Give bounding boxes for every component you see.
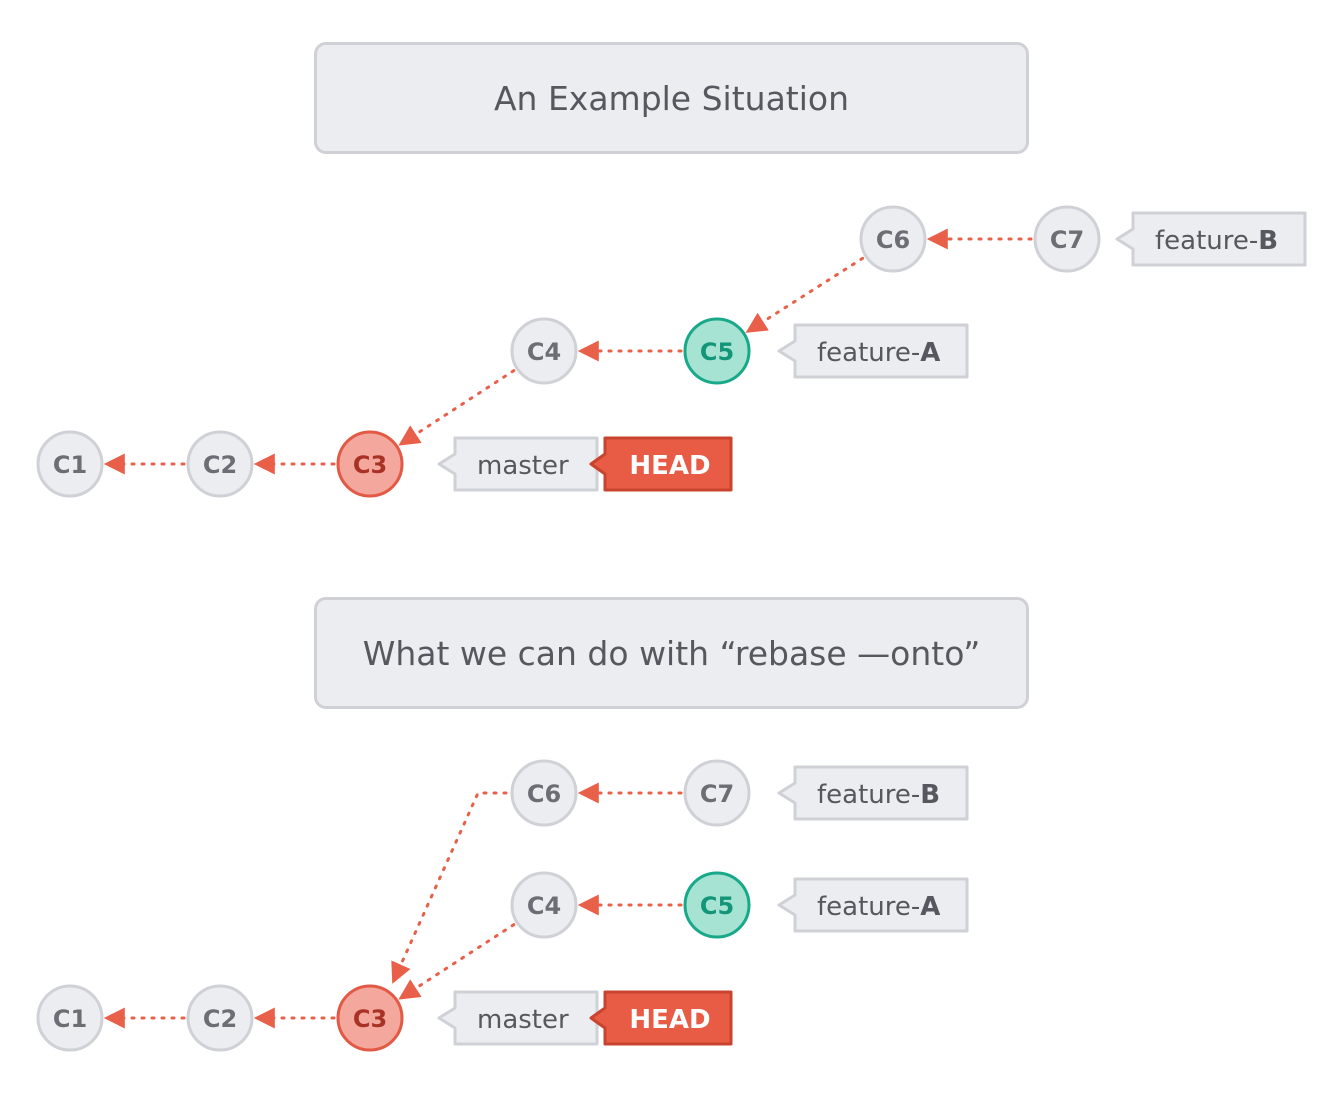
branch-label-feature-B[interactable]: feature-B xyxy=(777,765,969,821)
commit-C6[interactable]: C6 xyxy=(859,205,927,273)
commit-label: C3 xyxy=(353,451,387,479)
branch-name-prefix: feature- xyxy=(817,338,920,368)
branch-tag-shape xyxy=(777,765,969,821)
edge-C6-C3 xyxy=(391,791,508,984)
branch-name: feature-B xyxy=(1155,226,1278,256)
commit-label: C2 xyxy=(203,451,237,479)
edge-C6-C5 xyxy=(745,256,865,333)
commit-label: C5 xyxy=(700,892,734,920)
branch-label-master[interactable]: master HEAD xyxy=(437,436,733,492)
branch-name: master xyxy=(477,1005,569,1035)
commit-label: C5 xyxy=(700,338,734,366)
branch-label-master[interactable]: master HEAD xyxy=(437,990,733,1046)
commit-C3[interactable]: C3 xyxy=(336,984,404,1052)
commit-label: C7 xyxy=(700,780,734,808)
commit-C7[interactable]: C7 xyxy=(683,759,751,827)
commit-C5[interactable]: C5 xyxy=(683,317,751,385)
commit-label: C6 xyxy=(527,780,561,808)
commit-label: C6 xyxy=(876,226,910,254)
commit-node xyxy=(336,430,404,498)
commit-C3[interactable]: C3 xyxy=(336,430,404,498)
commit-C5[interactable]: C5 xyxy=(683,871,751,939)
commit-C6[interactable]: C6 xyxy=(510,759,578,827)
branch-name: feature-A xyxy=(817,892,940,922)
commit-C2[interactable]: C2 xyxy=(186,984,254,1052)
branch-name-prefix: feature- xyxy=(817,780,920,810)
branch-tag-shape xyxy=(777,877,969,933)
commit-label: C4 xyxy=(527,892,561,920)
commit-label: C1 xyxy=(53,1005,87,1033)
edge-C4-C3 xyxy=(398,369,516,446)
commit-node xyxy=(683,871,751,939)
head-tag-label: HEAD xyxy=(629,451,710,481)
branch-label-feature-A[interactable]: feature-A xyxy=(777,877,969,933)
branch-name-prefix: feature- xyxy=(1155,226,1258,256)
branch-name: feature-B xyxy=(817,780,940,810)
branch-tag-shape xyxy=(777,323,969,379)
branch-name: master xyxy=(477,451,569,481)
commit-C4[interactable]: C4 xyxy=(510,871,578,939)
head-tag-shape xyxy=(589,436,733,492)
head-tag-label: HEAD xyxy=(629,1005,710,1035)
commit-label: C3 xyxy=(353,1005,387,1033)
commit-label: C2 xyxy=(203,1005,237,1033)
commit-node xyxy=(1033,205,1101,273)
commit-node xyxy=(36,984,104,1052)
section-2-title: What we can do with “rebase —onto” xyxy=(314,597,1029,709)
commit-node xyxy=(186,430,254,498)
section-1-title: An Example Situation xyxy=(314,42,1029,154)
branch-tag-shape xyxy=(437,990,599,1046)
branch-name-prefix: feature- xyxy=(817,892,920,922)
branch-name-suffix: A xyxy=(920,338,940,368)
commit-node xyxy=(683,759,751,827)
commit-label: C7 xyxy=(1050,226,1084,254)
branch-tag-shape xyxy=(1115,211,1307,267)
branch-label-feature-A[interactable]: feature-A xyxy=(777,323,969,379)
commit-node xyxy=(510,871,578,939)
commit-C1[interactable]: C1 xyxy=(36,984,104,1052)
head-tag-shape xyxy=(589,990,733,1046)
branch-name-suffix: B xyxy=(1258,226,1278,256)
branch-name-suffix: A xyxy=(920,892,940,922)
commit-node xyxy=(510,759,578,827)
commit-C7[interactable]: C7 xyxy=(1033,205,1101,273)
branch-name-suffix: B xyxy=(920,780,940,810)
commit-node xyxy=(510,317,578,385)
commit-node xyxy=(36,430,104,498)
branch-name: feature-A xyxy=(817,338,940,368)
commit-label: C1 xyxy=(53,451,87,479)
commit-node xyxy=(859,205,927,273)
commit-node xyxy=(336,984,404,1052)
commit-C1[interactable]: C1 xyxy=(36,430,104,498)
branch-label-feature-B[interactable]: feature-B xyxy=(1115,211,1307,267)
branch-tag-shape xyxy=(437,436,599,492)
commit-label: C4 xyxy=(527,338,561,366)
commit-C4[interactable]: C4 xyxy=(510,317,578,385)
edge-C4-C3 xyxy=(398,923,516,1000)
commit-node xyxy=(186,984,254,1052)
commit-C2[interactable]: C2 xyxy=(186,430,254,498)
commit-node xyxy=(683,317,751,385)
